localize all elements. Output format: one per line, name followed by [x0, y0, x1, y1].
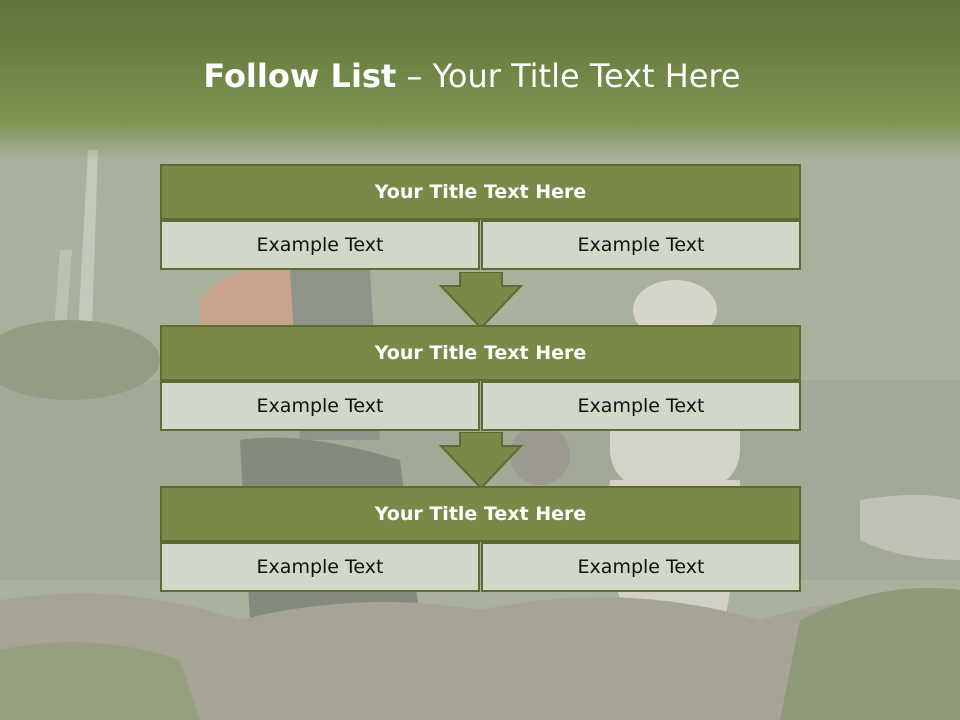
step-row: Example Text Example Text: [160, 220, 801, 270]
header-band: [0, 0, 960, 160]
step-box-1: Your Title Text Here Example Text Exampl…: [160, 164, 801, 270]
step-cell-left: Example Text: [160, 381, 480, 431]
step-cell-right: Example Text: [481, 220, 801, 270]
step-cell-left: Example Text: [160, 220, 480, 270]
down-arrow-icon: [439, 432, 523, 490]
slide-title-bold: Follow List: [203, 57, 397, 95]
step-title: Your Title Text Here: [160, 486, 801, 542]
step-row: Example Text Example Text: [160, 381, 801, 431]
slide-title: Follow List – Your Title Text Here: [0, 52, 944, 100]
step-cell-right: Example Text: [481, 542, 801, 592]
step-cell-right: Example Text: [481, 381, 801, 431]
step-title: Your Title Text Here: [160, 164, 801, 220]
step-row: Example Text Example Text: [160, 542, 801, 592]
step-title: Your Title Text Here: [160, 325, 801, 381]
down-arrow-icon: [439, 272, 523, 330]
step-cell-left: Example Text: [160, 542, 480, 592]
step-box-2: Your Title Text Here Example Text Exampl…: [160, 325, 801, 431]
step-box-3: Your Title Text Here Example Text Exampl…: [160, 486, 801, 592]
slide-title-rest: – Your Title Text Here: [396, 57, 741, 95]
